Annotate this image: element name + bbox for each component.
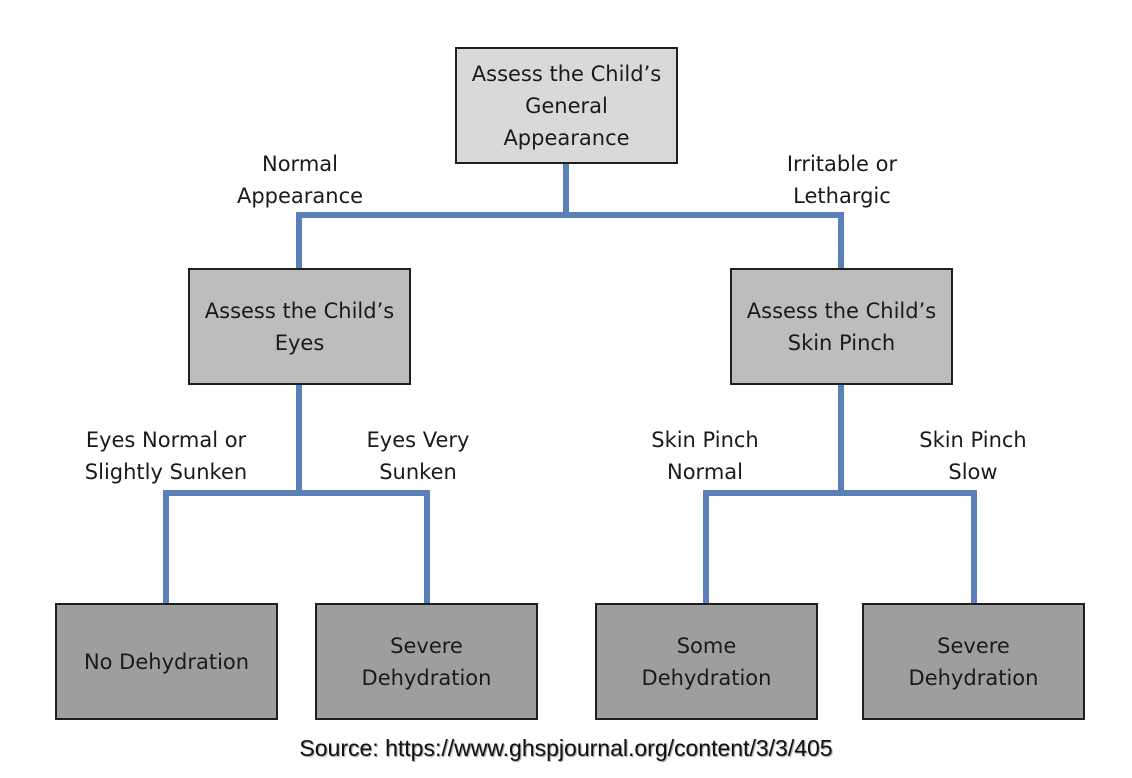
edge-label-skin-pinch-normal: Skin Pinch Normal bbox=[651, 428, 759, 484]
connector-eyes-split bbox=[163, 490, 430, 605]
node-assess-eyes: Assess the Child’s Eyes bbox=[188, 268, 411, 385]
edge-label-eyes-very-sunken: Eyes Very Sunken bbox=[366, 428, 470, 484]
source-citation: Source: https://www.ghspjournal.org/cont… bbox=[299, 735, 833, 761]
connector-skin-split bbox=[703, 490, 977, 605]
edge-label-irritable-or-lethargic: Irritable or Lethargic bbox=[786, 152, 898, 208]
node-assess-general-appearance: Assess the Child’s General Appearance bbox=[455, 47, 678, 164]
edge-label-eyes-normal-or-slightly-sunken: Eyes Normal or Slightly Sunken bbox=[84, 428, 248, 484]
node-no-dehydration: No Dehydration bbox=[55, 603, 278, 720]
edge-label-normal-appearance: Normal Appearance bbox=[236, 152, 364, 208]
edge-label-skin-pinch-slow: Skin Pinch Slow bbox=[919, 428, 1027, 484]
node-severe-dehydration-skin: Severe Dehydration bbox=[862, 603, 1085, 720]
node-severe-dehydration-eyes: Severe Dehydration bbox=[315, 603, 538, 720]
connector-root-split bbox=[296, 212, 844, 270]
node-some-dehydration: Some Dehydration bbox=[595, 603, 818, 720]
node-assess-skin-pinch: Assess the Child’s Skin Pinch bbox=[730, 268, 953, 385]
